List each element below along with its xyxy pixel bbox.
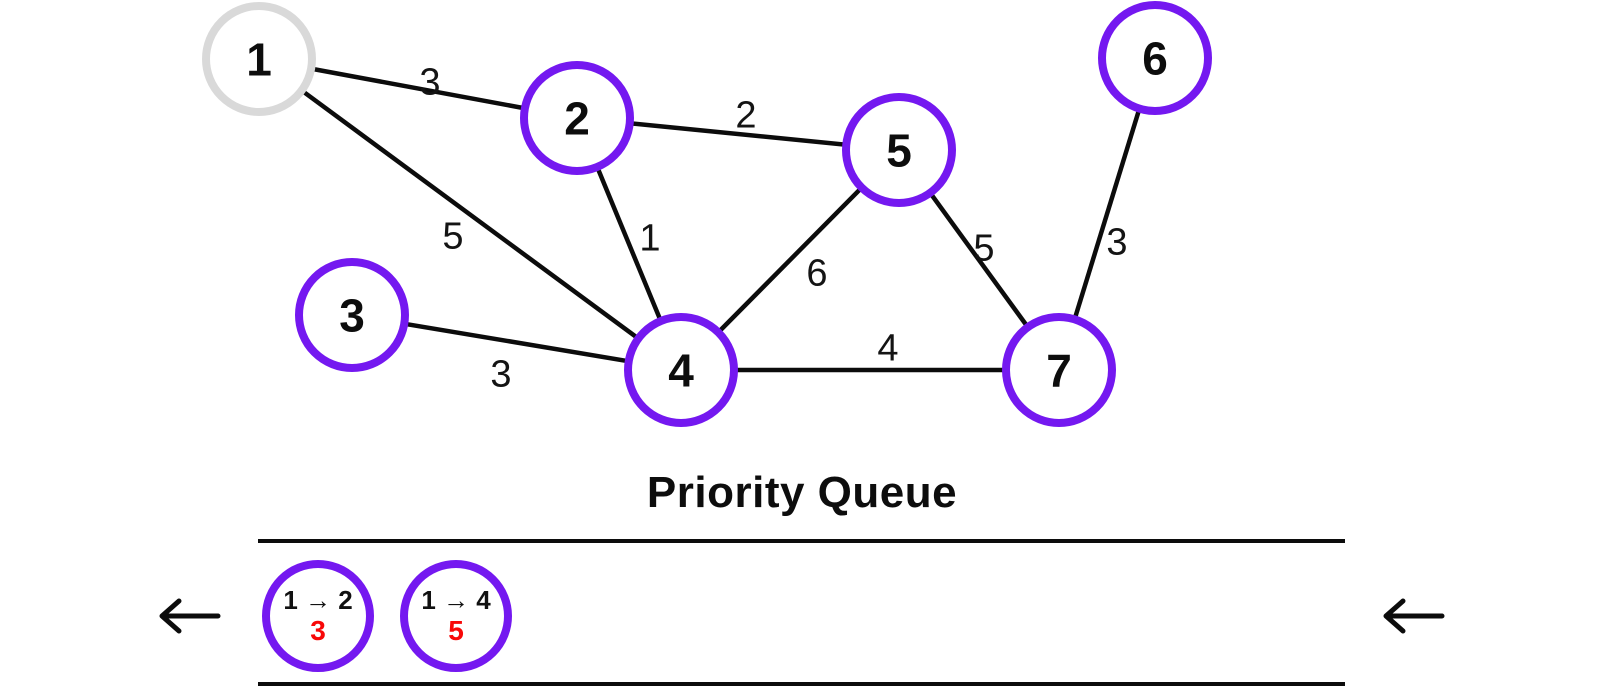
- edge-weight-2-4: 1: [639, 218, 660, 260]
- node-3[interactable]: [295, 258, 409, 372]
- node-4[interactable]: [624, 313, 738, 427]
- priority-queue-title: Priority Queue: [646, 468, 958, 517]
- edge-weight-4-5: 6: [806, 253, 827, 295]
- edge-weight-4-7: 4: [877, 328, 898, 370]
- queue-item-edge-label: 1 → 4: [421, 584, 491, 615]
- arrow-left-icon[interactable]: [154, 596, 222, 636]
- node-label-6: 6: [1142, 33, 1168, 85]
- queue-item-edge-label: 1 → 2: [283, 584, 353, 615]
- edge-weight-5-7: 5: [973, 228, 994, 270]
- node-label-2: 2: [564, 93, 590, 145]
- edge-weight-6-7: 3: [1106, 222, 1127, 264]
- node-6[interactable]: [1098, 1, 1212, 115]
- queue-top-rule: [258, 539, 1345, 543]
- edge-weight-1-4: 5: [442, 216, 463, 258]
- node-label-3: 3: [339, 290, 365, 342]
- queue-item-weight: 5: [448, 614, 464, 646]
- node-7[interactable]: [1002, 313, 1116, 427]
- node-label-7: 7: [1046, 345, 1072, 397]
- edge-1-4: [257, 57, 683, 372]
- node-2[interactable]: [520, 61, 634, 175]
- queue-bottom-rule: [258, 682, 1345, 686]
- arrow-left-icon[interactable]: [1378, 596, 1446, 636]
- edge-weight-1-2: 3: [419, 62, 440, 104]
- node-5[interactable]: [842, 93, 956, 207]
- node-1[interactable]: [202, 2, 316, 116]
- graph-canvas: 3 2 5 1 6 5 3 3 4 1 2 3 4 5 6 7: [202, 1, 1212, 427]
- node-label-5: 5: [886, 125, 912, 177]
- node-label-1: 1: [246, 34, 272, 86]
- queue-item-weight: 3: [310, 614, 326, 646]
- edge-weight-3-4: 3: [490, 354, 511, 396]
- node-label-4: 4: [668, 345, 694, 397]
- edge-weight-2-5: 2: [735, 95, 756, 137]
